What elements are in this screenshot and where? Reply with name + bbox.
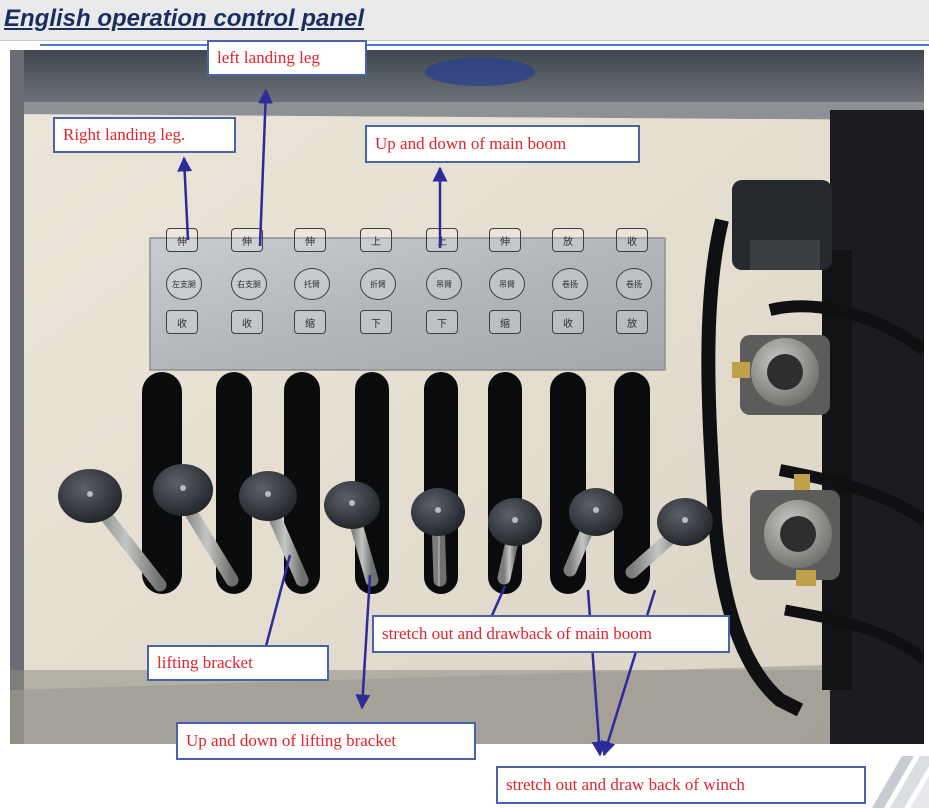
plate-glyph: 收	[166, 310, 198, 334]
corner-logo-mark	[872, 756, 929, 808]
plate-glyph: 收	[552, 310, 584, 334]
plate-glyph: 收	[231, 310, 263, 334]
plate-glyph: 托臂	[294, 268, 330, 300]
control-panel-photo	[10, 50, 924, 744]
label-plate: 伸伸伸上上伸放收左支腿右支腿托臂折臂吊臂吊臂卷扬卷扬收收缩下下缩收放	[150, 228, 665, 370]
plate-glyph: 吊臂	[489, 268, 525, 300]
plate-glyph: 伸	[489, 228, 521, 252]
callout-lifting-bracket-up-down: Up and down of lifting bracket	[176, 722, 476, 760]
plate-glyph: 收	[616, 228, 648, 252]
callout-main-boom-up-down: Up and down of main boom	[365, 125, 640, 163]
plate-glyph: 上	[426, 228, 458, 252]
plate-glyph: 右支腿	[231, 268, 267, 300]
plate-glyph: 上	[360, 228, 392, 252]
plate-glyph: 吊臂	[426, 268, 462, 300]
callout-main-boom-stretch: stretch out and drawback of main boom	[372, 615, 730, 653]
plate-glyph: 卷扬	[616, 268, 652, 300]
title-rule	[40, 44, 929, 46]
callout-right-landing-leg: Right landing leg.	[53, 117, 236, 153]
callout-winch-stretch: stretch out and draw back of winch	[496, 766, 866, 804]
plate-glyph: 伸	[166, 228, 198, 252]
plate-glyph: 卷扬	[552, 268, 588, 300]
page-header: English operation control panel	[0, 0, 929, 41]
callout-left-landing-leg: left landing leg	[207, 40, 367, 76]
plate-glyph: 左支腿	[166, 268, 202, 300]
page-title: English operation control panel	[4, 5, 365, 32]
plate-glyph: 下	[360, 310, 392, 334]
callout-lifting-bracket: lifting bracket	[147, 645, 329, 681]
plate-glyph: 放	[616, 310, 648, 334]
plate-glyph: 放	[552, 228, 584, 252]
plate-glyph: 缩	[294, 310, 326, 334]
plate-glyph: 伸	[294, 228, 326, 252]
plate-glyph: 折臂	[360, 268, 396, 300]
plate-glyph: 下	[426, 310, 458, 334]
plate-glyph: 伸	[231, 228, 263, 252]
plate-glyph: 缩	[489, 310, 521, 334]
